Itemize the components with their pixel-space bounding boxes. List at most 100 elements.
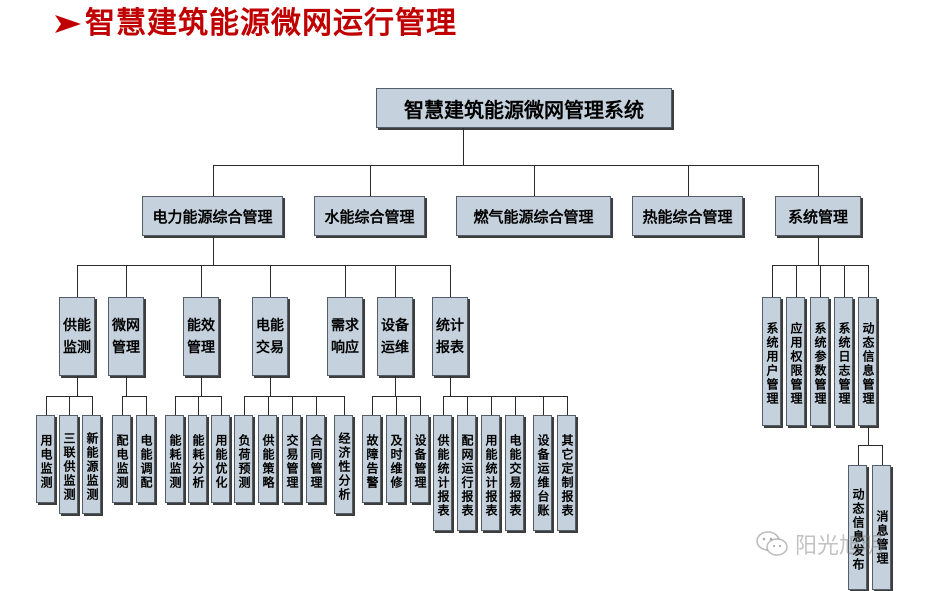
node-gas-energy: 燃气能源综合管理 — [456, 196, 611, 236]
node-water-energy: 水能综合管理 — [314, 196, 425, 236]
group-connector — [450, 376, 451, 396]
leaf-drop — [420, 396, 421, 415]
leaf-drop — [146, 396, 147, 415]
watermark: 阳光旭明 — [755, 528, 883, 560]
system-drop — [820, 265, 821, 297]
leaf-drop — [92, 396, 93, 415]
node-system-sub-4: 动态信息管理 — [858, 297, 877, 426]
electric-connector — [213, 236, 214, 265]
level1-drop — [688, 165, 689, 196]
leaf-node: 负荷预测 — [234, 415, 253, 503]
leaf-drop — [46, 396, 47, 415]
leaf-node-dynamic-0: 动态信息发布 — [848, 465, 867, 590]
leaf-node: 三联供监测 — [59, 415, 78, 514]
leaf-drop — [69, 396, 70, 415]
leaf-drop — [344, 396, 345, 415]
slide-title: 智慧建筑能源微网运行管理 — [55, 4, 457, 44]
group-connector — [395, 376, 396, 396]
group-bus — [443, 396, 568, 397]
leaf-drop — [292, 396, 293, 415]
leaf-node: 故障告警 — [362, 415, 381, 503]
leaf-node: 设备管理 — [410, 415, 429, 503]
group-bus — [122, 396, 147, 397]
leaf-node: 供能策略 — [258, 415, 277, 503]
leaf-node: 新能源监测 — [82, 415, 101, 514]
leaf-node: 用能统计报表 — [481, 415, 500, 531]
node-system-sub-3: 系统日志管理 — [834, 297, 853, 426]
leaf-drop — [221, 396, 222, 415]
electric-drop — [270, 265, 271, 297]
system-drop — [844, 265, 845, 297]
node-electric-sub-2: 能效管理 — [183, 297, 219, 376]
node-electric-sub-0: 供能监测 — [59, 297, 95, 376]
group-connector — [201, 376, 202, 396]
electric-drop — [126, 265, 127, 297]
node-electric-sub-5: 设备运维 — [377, 297, 413, 376]
node-label: 需求响应 — [331, 317, 359, 356]
level1-bus — [213, 165, 819, 166]
dynamic-bus — [858, 445, 883, 446]
watermark-text: 阳光旭明 — [795, 534, 884, 559]
system-drop — [796, 265, 797, 297]
electric-drop — [395, 265, 396, 297]
leaf-node: 配电监测 — [112, 415, 131, 503]
electric-drop — [77, 265, 78, 297]
system-connector — [818, 236, 819, 265]
wechat-icon — [756, 531, 788, 556]
system-drop — [868, 265, 869, 297]
leaf-drop — [122, 396, 123, 415]
leaf-drop — [316, 396, 317, 415]
leaf-drop — [543, 396, 544, 415]
electric-drop — [345, 265, 346, 297]
node-system-sub-0: 系统用户管理 — [762, 297, 781, 426]
group-connector — [126, 376, 127, 396]
node-electric-sub-3: 电能交易 — [252, 297, 288, 376]
arrow-bullet-icon — [55, 15, 81, 33]
electric-bus — [77, 265, 451, 266]
leaf-node: 其它定制报表 — [557, 415, 576, 531]
node-electric-sub-4: 需求响应 — [327, 297, 363, 376]
dynamic-drop — [858, 445, 859, 465]
leaf-node-dynamic-1: 消息管理 — [872, 465, 891, 590]
level1-drop — [370, 165, 371, 196]
node-label: 统计报表 — [436, 317, 464, 356]
node-label: 供能监测 — [63, 317, 91, 356]
node-system-sub-1: 应用权限管理 — [786, 297, 805, 426]
leaf-drop — [372, 396, 373, 415]
node-electric-sub-6: 统计报表 — [432, 297, 468, 376]
group-connector — [77, 376, 78, 396]
node-thermal-energy: 热能综合管理 — [632, 196, 743, 236]
leaf-node: 设备运维台账 — [533, 415, 552, 531]
root-connector — [463, 128, 464, 165]
level1-drop — [534, 165, 535, 196]
leaf-node: 合同管理 — [306, 415, 325, 503]
leaf-drop — [567, 396, 568, 415]
node-label: 设备运维 — [381, 317, 409, 356]
slide-title-text: 智慧建筑能源微网运行管理 — [85, 6, 457, 41]
leaf-node: 经济性分析 — [334, 415, 353, 514]
node-label: 微网管理 — [112, 317, 140, 356]
leaf-node: 电能调配 — [136, 415, 155, 503]
leaf-node: 能耗监测 — [165, 415, 184, 503]
leaf-drop — [244, 396, 245, 415]
dynamic-drop — [882, 445, 883, 465]
leaf-node: 配网运行报表 — [457, 415, 476, 531]
leaf-node: 用电监测 — [36, 415, 55, 503]
leaf-drop — [491, 396, 492, 415]
node-label: 电能交易 — [256, 317, 284, 356]
leaf-node: 及时维修 — [386, 415, 405, 503]
leaf-node: 用能优化 — [211, 415, 230, 503]
system-drop — [772, 265, 773, 297]
group-connector — [270, 376, 271, 396]
root-node: 智慧建筑能源微网管理系统 — [376, 88, 672, 128]
electric-drop — [201, 265, 202, 297]
dynamic-connector — [868, 426, 869, 445]
electric-drop — [450, 265, 451, 297]
leaf-node: 电能交易报表 — [505, 415, 524, 531]
node-system-management: 系统管理 — [775, 196, 861, 236]
leaf-drop — [175, 396, 176, 415]
leaf-drop — [443, 396, 444, 415]
leaf-node: 供能统计报表 — [433, 415, 452, 531]
leaf-drop — [515, 396, 516, 415]
